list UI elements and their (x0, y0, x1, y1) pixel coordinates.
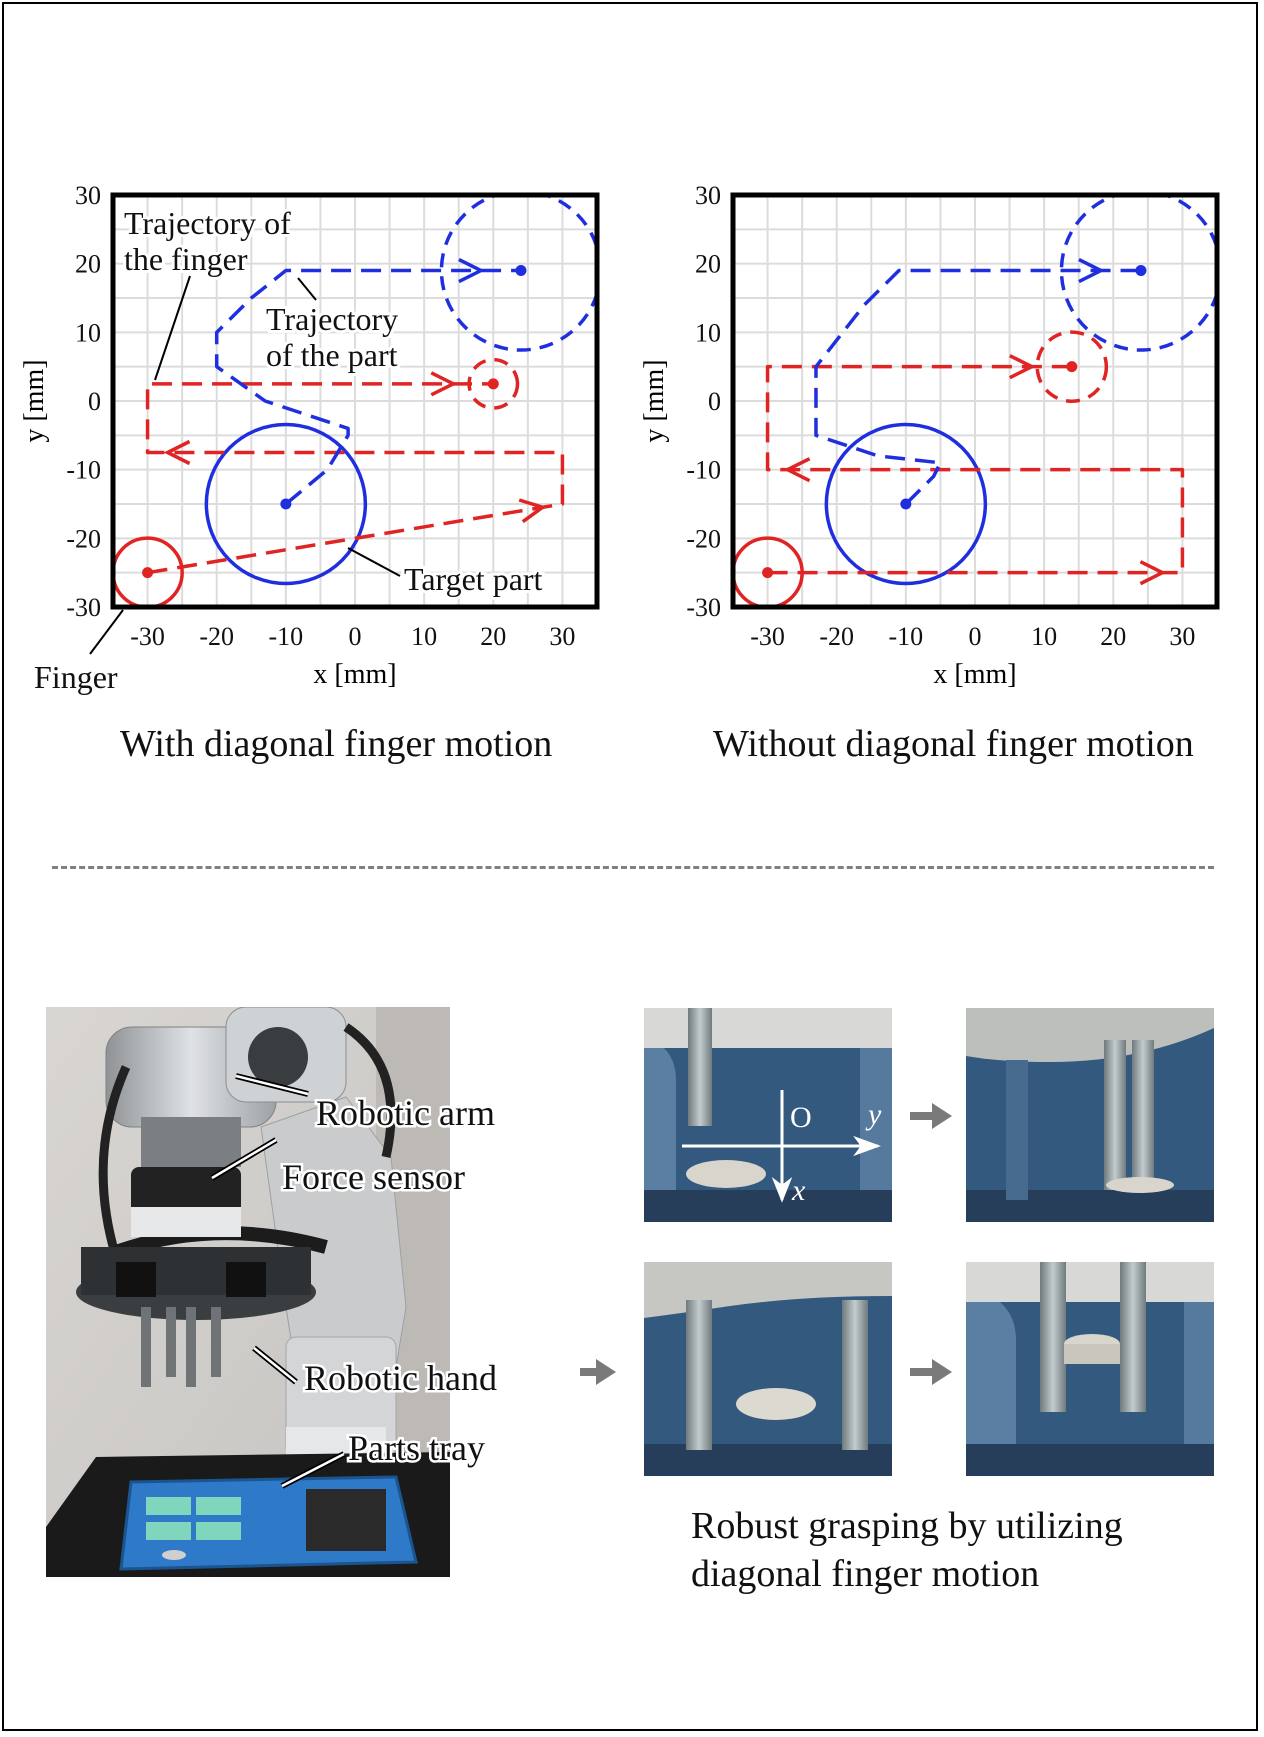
y-axis-label: y [mm] (639, 359, 670, 442)
leader-target-part (347, 547, 401, 577)
axis-y-label: y (865, 1098, 882, 1131)
finger-center-dot (1066, 361, 1078, 373)
plot-marks (733, 195, 1217, 607)
annotation-leaders (89, 275, 401, 655)
y-tick-label: -30 (686, 593, 721, 622)
x-tick-label: -30 (750, 622, 785, 651)
finger-trajectory (145, 382, 565, 575)
part-trajectory (814, 268, 1141, 506)
x-tick-label: -10 (269, 622, 304, 651)
x-tick-label: 0 (969, 622, 982, 651)
x-tick-label: 10 (1031, 622, 1057, 651)
annotation-part-trajectory: of the part (266, 337, 398, 373)
y-tick-label: -10 (686, 456, 721, 485)
x-tick-label: -20 (199, 622, 234, 651)
trajectory-arrowhead (1009, 354, 1036, 380)
annotation-target-part: Target part (404, 561, 543, 597)
grasp-photo-2 (966, 1008, 1214, 1222)
trajectory-arrowhead (458, 257, 485, 284)
y-tick-label: 20 (75, 250, 101, 279)
y-tick-label: -10 (66, 456, 101, 485)
y-tick-label: 30 (695, 181, 721, 210)
part-circle (204, 422, 368, 586)
y-tick-label: 20 (695, 250, 721, 279)
finger-circle (113, 536, 184, 607)
y-tick-label: 10 (75, 318, 101, 347)
x-tick-label: 30 (1169, 622, 1195, 651)
arrow-3 (910, 1359, 952, 1385)
annotation-finger-trajectory: Trajectory of (124, 205, 291, 241)
x-tick-label: 30 (549, 622, 575, 651)
y-tick-label: 10 (695, 318, 721, 347)
robot-labels: Robotic arm Force sensor Robotic hand Pa… (210, 1073, 499, 1489)
leader-finger-trajectory (154, 275, 191, 381)
part-circle (439, 195, 597, 352)
arrow-1 (910, 1103, 952, 1129)
x-axis-label: x [mm] (933, 659, 1016, 690)
annotation-finger-trajectory: the finger (124, 241, 248, 277)
y-axis-label: y [mm] (19, 359, 50, 442)
chart-without-diagonal: -30 -20 -10 0 10 20 30 30 20 10 0 -10 -20 -30 x [mm] y … (639, 181, 1220, 690)
tick-labels: -30 -20 -10 0 10 20 30 30 20 10 0 -10 -20 -30 (686, 181, 1195, 651)
tick-labels: -30 -20 -10 0 10 20 30 30 20 10 0 -10 -20 -30 (66, 181, 575, 651)
x-tick-label: 20 (480, 622, 506, 651)
finger-trajectory (765, 364, 1185, 575)
plot-marks (113, 195, 597, 607)
section-divider (52, 866, 1214, 869)
grasp-sequence: O y x (580, 1008, 1214, 1476)
finger-circle (1035, 330, 1109, 403)
part-circle (824, 422, 988, 586)
leader-part-trajectory (297, 277, 317, 301)
trajectory-arrowhead (783, 457, 811, 483)
axis-origin-label: O (790, 1101, 812, 1134)
x-tick-label: 10 (411, 622, 437, 651)
plot-area (113, 194, 597, 608)
grasp-photo-1: O y x (644, 1008, 892, 1222)
x-tick-label: 0 (349, 622, 362, 651)
part-circle (1059, 195, 1217, 352)
label-parts-tray: Parts tray (348, 1428, 485, 1468)
trajectory-arrowhead (1139, 560, 1167, 586)
axis-x-label: x (791, 1174, 806, 1207)
y-tick-label: 30 (75, 181, 101, 210)
x-tick-label: 20 (1100, 622, 1126, 651)
trajectory-arrowhead (430, 371, 458, 397)
part-trajectory (214, 268, 521, 506)
grasp-caption-line-1: Robust grasping by utilizing (691, 1505, 1123, 1547)
arrow-2 (580, 1359, 616, 1385)
trajectory-arrowhead (518, 498, 547, 524)
y-tick-label: 0 (88, 387, 101, 416)
grasp-caption: Robust grasping by utilizing diagonal fi… (691, 1502, 1123, 1598)
grasp-caption-line-2: diagonal finger motion (691, 1553, 1040, 1595)
robot-photo-drawing (46, 1007, 450, 1577)
annotation-finger: Finger (34, 659, 118, 695)
y-tick-label: 0 (708, 387, 721, 416)
plot-frame (110, 192, 600, 610)
plot-frame (730, 192, 1220, 610)
grasp-photo-4 (966, 1262, 1214, 1476)
y-tick-label: -20 (686, 524, 721, 553)
x-tick-label: -10 (889, 622, 924, 651)
grasp-photo-3 (644, 1262, 892, 1476)
finger-center-dot (762, 567, 774, 579)
y-tick-label: -20 (66, 524, 101, 553)
caption-with-diagonal: With diagonal finger motion (120, 723, 553, 765)
caption-without-diagonal: Without diagonal finger motion (713, 723, 1194, 765)
annotation-part-trajectory: Trajectory (266, 301, 398, 337)
part-center-dot (1135, 265, 1147, 277)
leader-finger (89, 609, 124, 655)
trajectory-arrowhead (1078, 257, 1105, 284)
label-force-sensor: Force sensor (282, 1157, 465, 1197)
trajectory-arrowhead (163, 439, 191, 466)
x-tick-label: -30 (130, 622, 165, 651)
robot-photo (46, 1007, 450, 1577)
label-robotic-arm: Robotic arm (316, 1093, 495, 1133)
y-tick-label: -30 (66, 593, 101, 622)
label-robotic-hand: Robotic hand (304, 1358, 497, 1398)
x-axis-label: x [mm] (313, 659, 396, 690)
chart-with-diagonal: -30 -20 -10 0 10 20 30 30 20 10 0 -10 -20 -30 x [mm] y … (19, 181, 600, 698)
x-tick-label: -20 (819, 622, 854, 651)
